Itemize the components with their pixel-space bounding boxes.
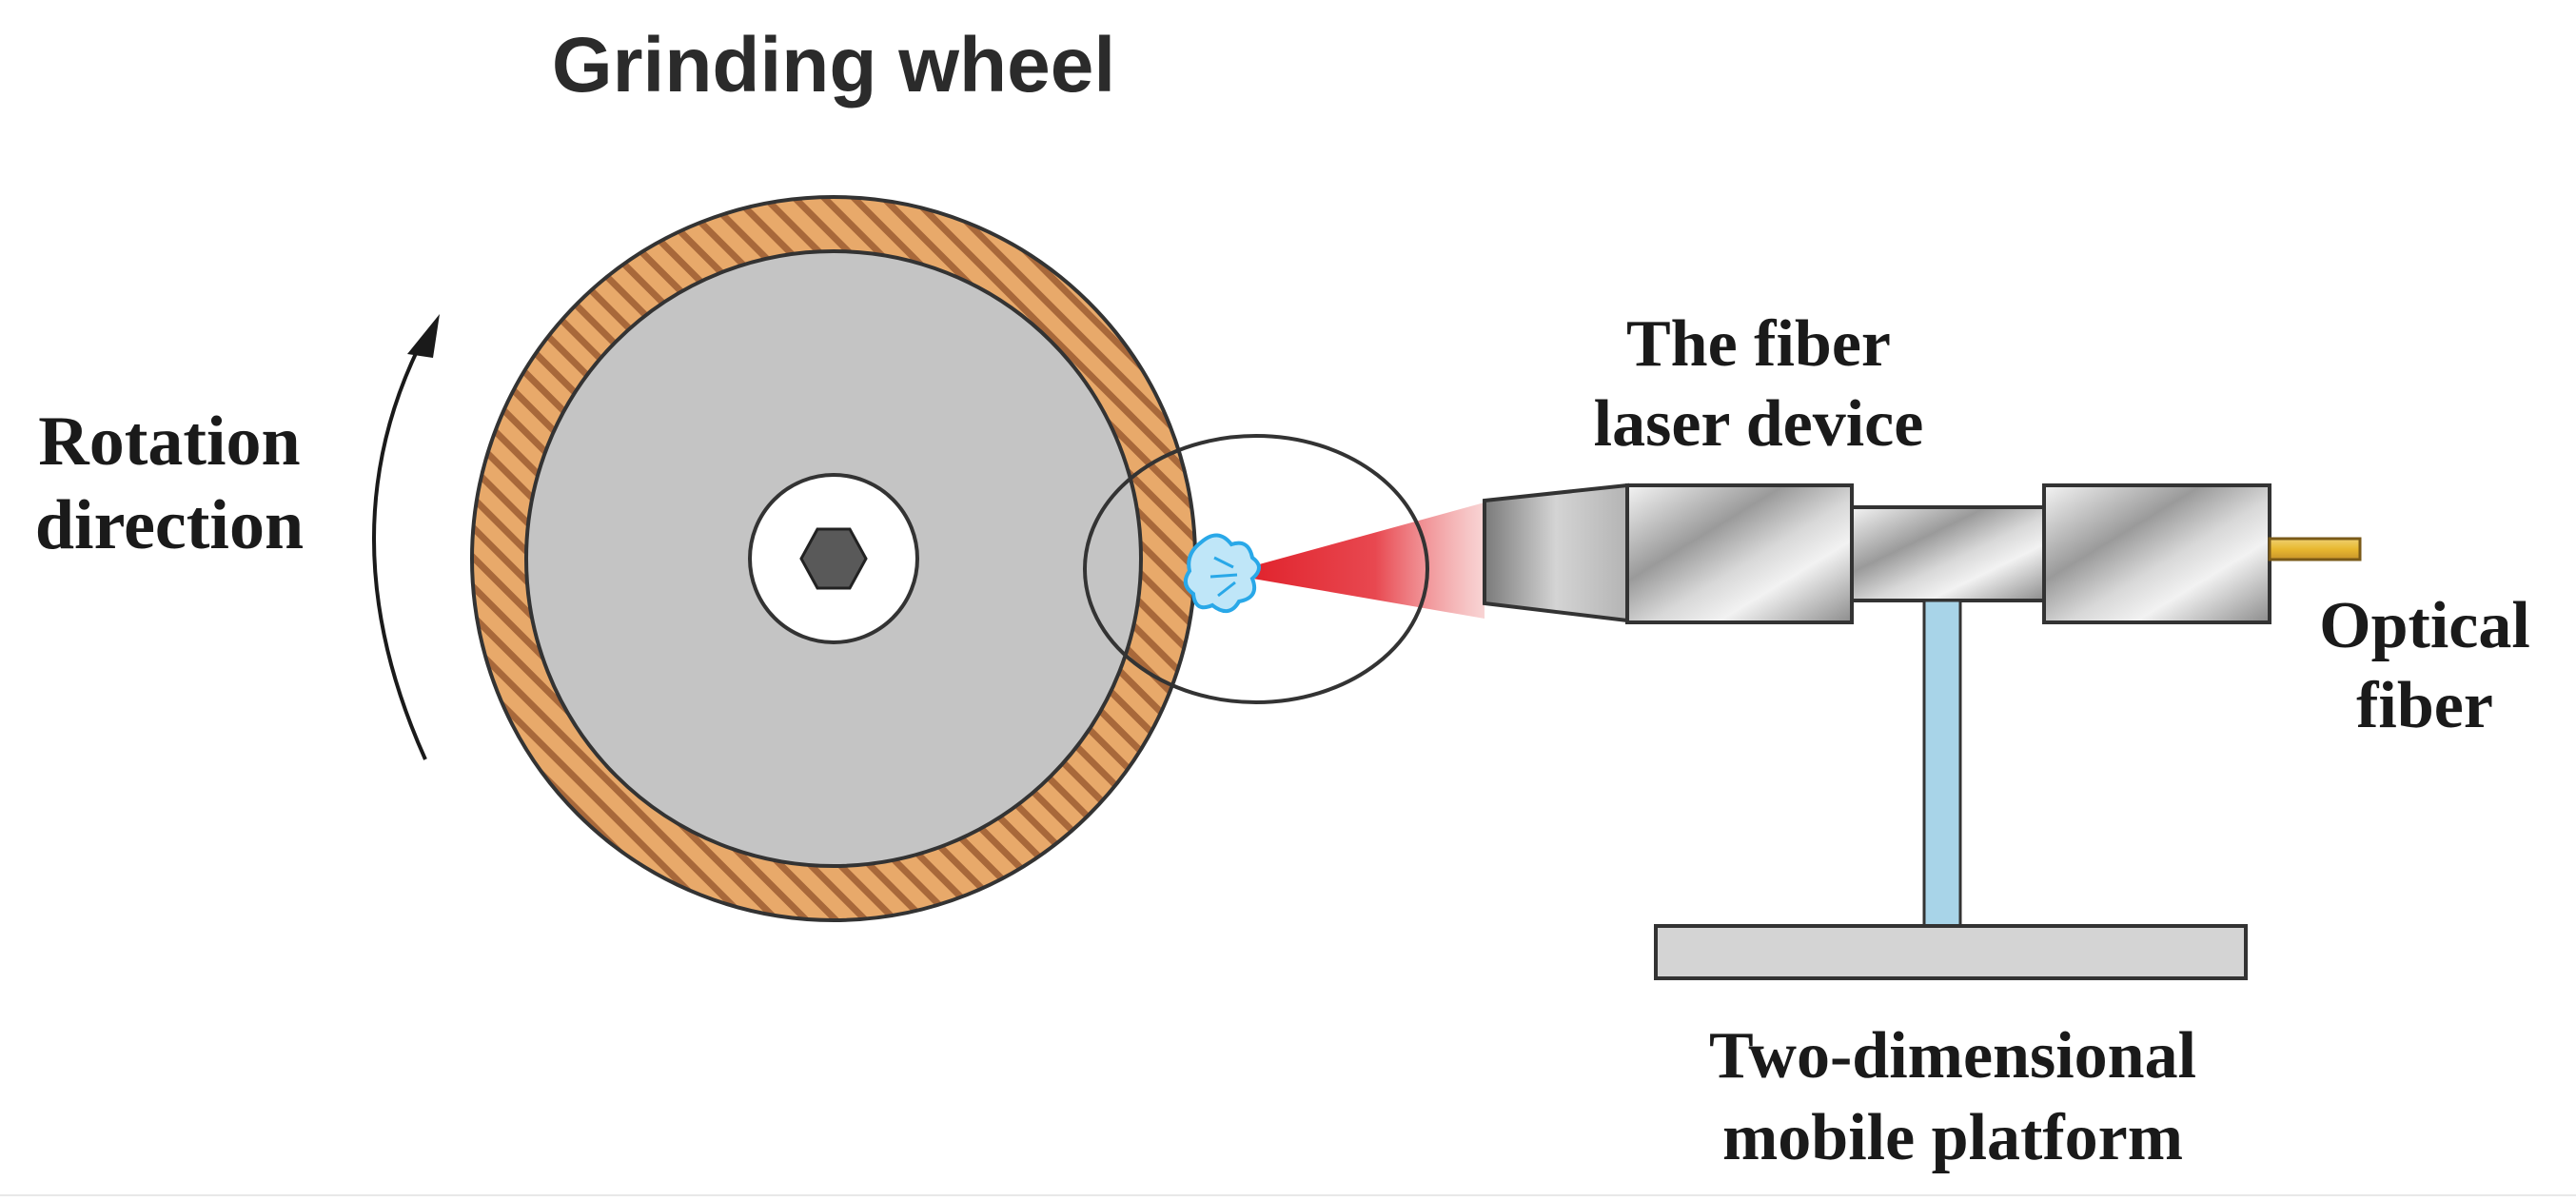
platform-label-line2: mobile platform	[1722, 1101, 2183, 1174]
laser-body-rear	[2042, 483, 2271, 624]
laser-device-label-line2: laser device	[1594, 387, 1924, 461]
support-post	[1922, 599, 1962, 928]
title-grinding-wheel: Grinding wheel	[552, 22, 1115, 108]
optical-fiber-stub	[2268, 537, 2362, 561]
fiber-laser-device	[1483, 482, 2362, 624]
hex-nut-icon	[799, 527, 868, 590]
rotation-arrow-icon	[372, 314, 440, 760]
laser-body-front	[1625, 483, 1854, 624]
laser-device-label-line1: The fiber	[1626, 307, 1891, 381]
rotation-label-line2: direction	[35, 486, 304, 564]
laser-nozzle	[1483, 482, 1629, 623]
optical-fiber-label-line2: fiber	[2356, 669, 2493, 742]
mobile-platform	[1654, 924, 2248, 980]
platform-label-line1: Two-dimensional	[1709, 1019, 2196, 1093]
laser-connector	[1850, 505, 2046, 602]
rotation-label-line1: Rotation	[38, 403, 300, 481]
grinding-wheel	[470, 195, 1197, 922]
optical-fiber-label-line1: Optical	[2319, 589, 2530, 662]
contact-zoom-ellipse	[1083, 434, 1429, 704]
spark-icon	[1183, 533, 1261, 613]
bottom-divider	[0, 1194, 2576, 1196]
